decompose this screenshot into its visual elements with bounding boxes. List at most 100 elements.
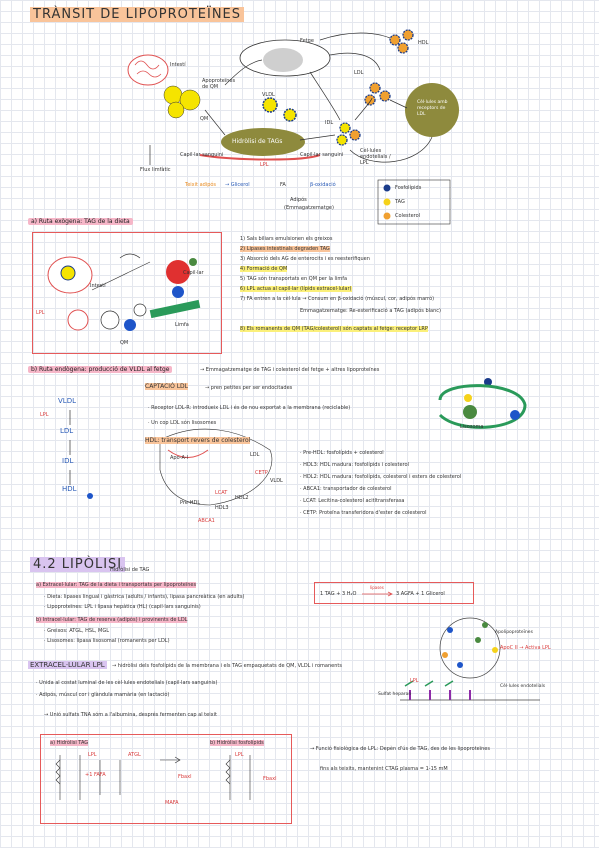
hdl-line-1: · Pre-HDL: fosfolípids + colesterol xyxy=(300,450,384,456)
label-om: QM xyxy=(200,116,209,122)
intracel-line-1: · Greixos: ATGL, HSL, MGL xyxy=(44,628,110,634)
box-label-fbaxl-1: Fbaxl xyxy=(178,774,192,780)
label-fetge: Fetge xyxy=(300,38,314,44)
hidrolisi-box xyxy=(40,734,292,824)
cycle-lcat: LCAT xyxy=(215,490,228,496)
section-a-steps: 1) Sals biliars emulsionen els greixos 2… xyxy=(240,236,560,332)
lipolisi-subtitle: Hidròlisi de TAG xyxy=(110,567,150,573)
step-5: 5) TAG són transportats en QM per la lim… xyxy=(240,276,348,282)
step-7: 7) FA entren a la cèl·lula → Consum en β… xyxy=(240,296,435,302)
section-b-tag: b) Ruta endògena: producció de VLDL al f… xyxy=(28,366,173,373)
label-b-vldl: VLDL xyxy=(58,397,76,405)
hdl-list: · Pre-HDL: fosfolípids + colesterol · HD… xyxy=(300,450,461,516)
hdl-title: HDL: transport revers de colesterol xyxy=(145,437,251,444)
label-idl: IDL xyxy=(325,120,334,126)
right-note-1: → Funció fisiològica de LPL: Depèn d'ús … xyxy=(310,746,490,752)
cycle-hdl3: HDL3 xyxy=(215,505,229,511)
step-6: 6) LPL actua al capil·lar (lípids extrac… xyxy=(240,286,352,292)
cycle-ldl: LDL xyxy=(250,452,260,458)
box-b-title: b) Hidròlisi fosfolípids xyxy=(210,740,264,746)
label-flux-limfatic: Flux limfàtic xyxy=(140,167,171,173)
step-1: 1) Sals biliars emulsionen els greixos xyxy=(240,236,333,242)
cycle-prehdl: Pre-HDL xyxy=(180,500,201,506)
equation-box xyxy=(314,582,474,604)
label-a-lpl: LPL xyxy=(36,310,45,316)
captacio-line-2: · Un cop LDL són lisosomes xyxy=(148,420,217,426)
label-lpl-top: LPL xyxy=(260,162,269,168)
label-apoproteines-r: Apolipoproteïnes xyxy=(495,630,533,635)
top-diagram xyxy=(127,29,459,225)
extracel-note: → Unió sulfats TNA sóm a l'albumina, des… xyxy=(44,712,217,718)
box-label-atgl: ATGL xyxy=(128,752,141,758)
hdl-line-6: · CETP: Proteïna transferidora d'ester d… xyxy=(300,510,427,516)
hdl-line-5: · LCAT: Lecitina-colesterol acitltransfe… xyxy=(300,498,405,504)
cycle-abca1: ABCA1 xyxy=(198,518,215,524)
label-b-lpl: LPL xyxy=(40,412,49,418)
label-b-ldl: LDL xyxy=(60,427,74,435)
extracel-lpl-line-2: · Adipós, múscul cor i glàndula mamària … xyxy=(36,692,170,698)
extracel-line-2: · Lipoproteïnes: LPL i lipasa hepàtica (… xyxy=(44,604,201,610)
extracel-lpl-line-1: · Unida al costat luminal de les cèl·lul… xyxy=(36,680,218,686)
section-a-box xyxy=(32,232,222,354)
box-label-lpl-2: LPL xyxy=(235,752,244,758)
right-note-2: fins als teixits, mantenint CTAG plasma … xyxy=(320,766,448,772)
cycle-vldl: VLDL xyxy=(270,478,283,484)
label-a-capillar: Capil·lar xyxy=(183,270,204,276)
label-fa: FA xyxy=(280,182,286,188)
equation-left: 1 TAG + 3 H₂O xyxy=(320,591,357,597)
label-a-limfa: Limfa xyxy=(175,322,189,328)
box-label-lpl-1: LPL xyxy=(88,752,97,758)
hdl-line-2: · HDL3: HDL madura: fosfolípids i colest… xyxy=(300,462,409,468)
label-cel-endotelials: Cèl·lules endotelials / LPL xyxy=(360,148,391,166)
label-glicerol: → Glicerol xyxy=(225,182,250,188)
page-title: TRÀNSIT DE LIPOPROTEÏNES xyxy=(30,7,245,22)
label-hidrolisi: Hidròlisi de TAGs xyxy=(232,138,283,145)
box-label-mafa: MAFA xyxy=(165,800,179,806)
cycle-apoa: Apo-A-I xyxy=(170,455,189,461)
captacio-rest: → pren petites per ser endocitades xyxy=(205,385,293,391)
label-adipos: Adipós xyxy=(290,197,307,203)
box-label-fafa: +1 FAFA xyxy=(85,772,106,778)
intracel-line-2: · Lisosomes: lipasa lisosomal (romanents… xyxy=(44,638,170,644)
label-b-idl: IDL xyxy=(62,457,74,465)
hdl-line-3: · HDL2: HDL madura: fosfolípids, coleste… xyxy=(300,474,462,480)
label-capillar-2: Capil·lar sanguini xyxy=(300,152,344,158)
label-b-hdl: HDL xyxy=(62,485,77,493)
extracel-lpl-title: EXTRACEL·LULAR LPL xyxy=(28,661,107,669)
lipolisi-title: 4.2 LIPÒLISI xyxy=(30,557,126,572)
cycle-cetp: CETP xyxy=(255,470,268,476)
label-a-om: QM xyxy=(120,340,129,346)
label-a-intesti: Intestí xyxy=(90,283,106,289)
hdl-line-4: · ABCA1: transportador de colesterol xyxy=(300,486,392,492)
label-vldl: VLDL xyxy=(262,92,275,98)
label-emmag: (Emmagatzematge) xyxy=(284,205,334,211)
label-ldl: LDL xyxy=(354,70,364,76)
section-b-rest: → Emmagatzematge de TAG i colesterol del… xyxy=(200,367,380,373)
step-2: 2) Lipases intestinals degraden TAG xyxy=(240,246,330,252)
intracel-title: b) Intracel·lular: TAG de reserva (adipó… xyxy=(36,617,188,623)
label-teixit: Teixit adipós xyxy=(185,182,217,188)
legend-fosfolipids: Fosfolípids xyxy=(395,185,422,191)
step-3: 3) Absorció dels AG de enterocits i es r… xyxy=(240,256,370,262)
label-lisosoma: Lisosoma xyxy=(460,424,484,430)
legend-tag: TAG xyxy=(395,199,405,205)
captacio-line-1: · Receptor LDL-R: introdueix LDL i és de… xyxy=(148,405,351,411)
cycle-hdl2: HDL2 xyxy=(235,495,249,501)
extracel-title: a) Extracel·lular: TAG de la dieta i tra… xyxy=(36,582,197,588)
step-4: 4) Formació de QM xyxy=(240,266,288,272)
legend-colesterol: Colesterol xyxy=(395,213,421,219)
step-7b: Emmagatzematge: Re-esterificació a TAG (… xyxy=(300,308,441,314)
equation-enzyme: lipases xyxy=(370,585,384,590)
label-b-oxidacio: β-oxidació xyxy=(310,182,336,188)
box-a-title: a) Hidròlisi TAG xyxy=(50,740,89,746)
section-a-tag: a) Ruta exògena: TAG de la dieta xyxy=(28,218,133,225)
label-sulfat: Sulfat heparan xyxy=(378,692,412,697)
label-hdl: HDL xyxy=(418,40,429,46)
extracel-lpl-rest: → hidròlisi dels fosfolípids de la membr… xyxy=(112,663,342,669)
label-cel-endotelials-r: Cèl·lules endotelials xyxy=(500,684,546,689)
label-lpl-r: LPL xyxy=(410,678,419,684)
label-cel-receptors: Cèl·lules amb receptors de LDL xyxy=(417,100,448,117)
label-intesti: Intestí xyxy=(170,62,186,68)
equation-right: 3 AGFA + 1 Glicerol xyxy=(396,591,445,597)
extracel-line-1: · Dieta: lipases lingual i gàstrica (adu… xyxy=(44,594,245,600)
